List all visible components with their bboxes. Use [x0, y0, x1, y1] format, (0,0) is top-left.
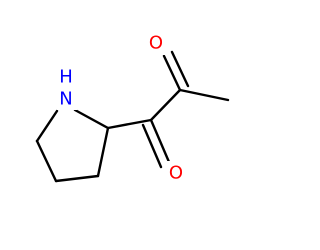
oxygen-bottom-label: O: [169, 163, 183, 184]
bond-c2-carbonyl: [106, 118, 153, 130]
nitrogen-hydrogen-label: H: [59, 67, 73, 88]
atom-nitrogen: N H: [57, 67, 77, 110]
oxygen-top-label: O: [149, 33, 163, 54]
bond-carbonyl-oxygen-bottom-1: [149, 118, 171, 164]
bonds: [35, 50, 230, 183]
bond-carbonyl-oxygen-top-1: [162, 54, 182, 92]
bond-c4-c5: [35, 139, 58, 183]
bond-c5-n: [35, 109, 59, 143]
bond-carbonyl-carbonyl: [149, 88, 182, 122]
bond-n-c2: [73, 108, 110, 130]
bond-c2-c3: [96, 126, 110, 178]
atom-oxygen-bottom: O: [165, 161, 189, 185]
nitrogen-label: N: [59, 89, 72, 110]
bond-carbonyl-oxygen-top-2: [170, 50, 190, 88]
bond-methyl: [178, 88, 230, 102]
bond-c3-c4: [54, 174, 100, 183]
chemical-structure: N H O O: [35, 31, 230, 185]
bond-carbonyl-oxygen-bottom-2: [141, 123, 163, 169]
atom-oxygen-top: O: [145, 31, 169, 55]
